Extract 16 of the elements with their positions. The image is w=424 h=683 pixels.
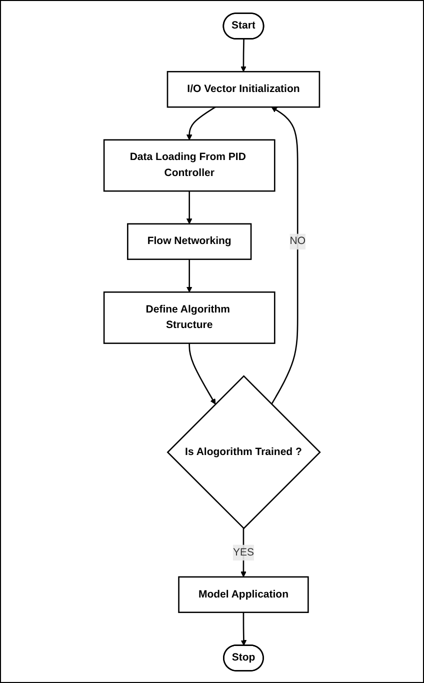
arrow: [186, 258, 192, 292]
edge-label: NO: [290, 235, 306, 246]
arrow: [240, 38, 246, 72]
node-diamond: Is Alogorithm Trained ?: [166, 374, 321, 529]
edge-label: YES: [232, 546, 254, 558]
node-box: Define Algorithm Structure: [103, 290, 276, 344]
arrow: [188, 342, 216, 404]
arrow: [240, 612, 247, 646]
arrow: [271, 106, 298, 404]
node-box: I/O Vector Initialization: [166, 70, 320, 108]
node-box: Flow Networking: [127, 222, 252, 260]
node-box: Model Application: [178, 576, 309, 612]
node-box: Data Loading From PID Controller: [103, 138, 276, 192]
arrow: [186, 190, 192, 224]
arrow: [186, 106, 216, 140]
arrow: [240, 528, 246, 577]
